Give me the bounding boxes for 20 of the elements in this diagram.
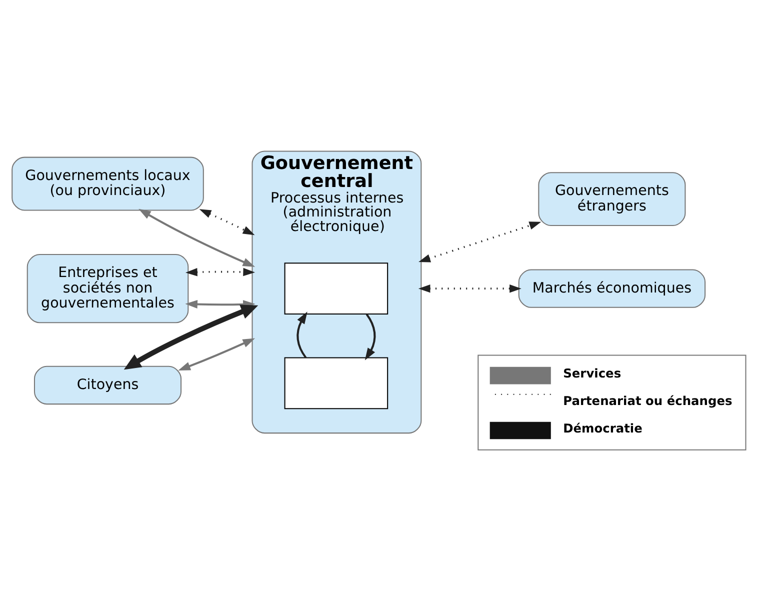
node-box: Citoyens xyxy=(34,365,182,404)
node-box: Gouvernements étrangers xyxy=(538,172,686,226)
node-box xyxy=(284,262,388,314)
cluster: Gouvernement central Processus internes (administration électronique) xyxy=(252,150,422,434)
arrow xyxy=(138,208,256,266)
arrow xyxy=(418,221,542,262)
node-box: Marchés économiques xyxy=(518,268,706,308)
arrow xyxy=(418,284,522,292)
arrow xyxy=(178,338,256,370)
node-box: Entreprises et sociétés non gouvernementales xyxy=(26,253,189,323)
arrow xyxy=(364,313,376,360)
arrow xyxy=(199,208,255,235)
arrow xyxy=(186,267,256,276)
legend-label: Démocratie xyxy=(563,421,642,436)
arrow xyxy=(296,311,308,358)
node-box xyxy=(284,356,388,409)
legend-label: Partenariat ou échanges xyxy=(563,394,732,408)
legend-label: Services xyxy=(563,366,622,380)
arrow xyxy=(124,304,258,370)
node-box: Gouvernements locaux (ou provinciaux) xyxy=(12,156,204,210)
